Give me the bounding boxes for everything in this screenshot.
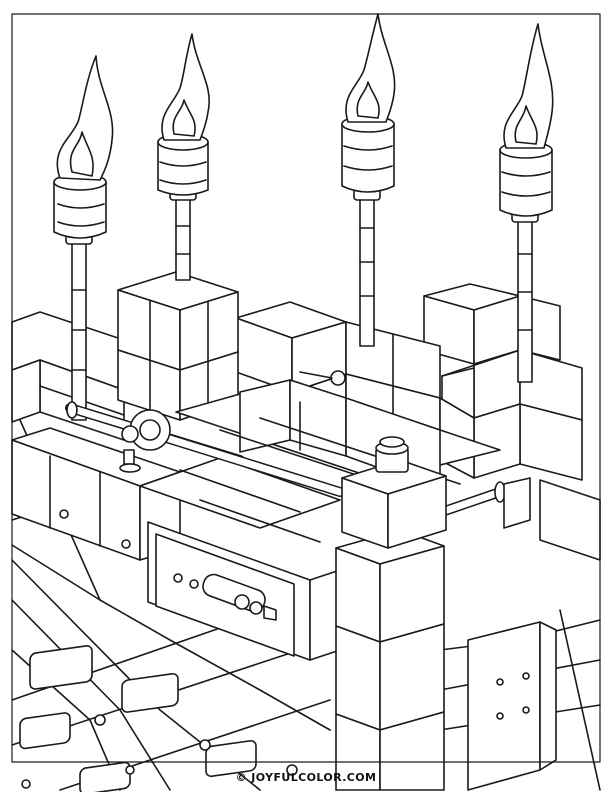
copyright-symbol: © (235, 771, 248, 784)
pipe-assembly (67, 371, 345, 492)
torch-4 (500, 24, 553, 382)
flame-icon (504, 24, 553, 148)
floor-tile-openings (20, 645, 256, 792)
floor-rivets (22, 715, 297, 788)
valve-cap-block (342, 437, 446, 548)
floor-panel-right (468, 622, 556, 790)
valve-knob-icon (235, 595, 249, 609)
torch-1 (54, 56, 113, 420)
torch-2 (158, 34, 209, 280)
control-panel (156, 534, 294, 656)
front-pillar (336, 530, 444, 790)
torch-3 (342, 14, 395, 346)
site-credit-text: JOYFULCOLOR.COM (251, 771, 377, 784)
site-credit: © JOYFULCOLOR.COM (0, 771, 612, 784)
right-back-wall (424, 284, 600, 560)
page-frame (12, 14, 600, 762)
flame-icon (162, 34, 209, 140)
flame-icon (57, 56, 112, 180)
stone-block-stack (118, 272, 238, 420)
